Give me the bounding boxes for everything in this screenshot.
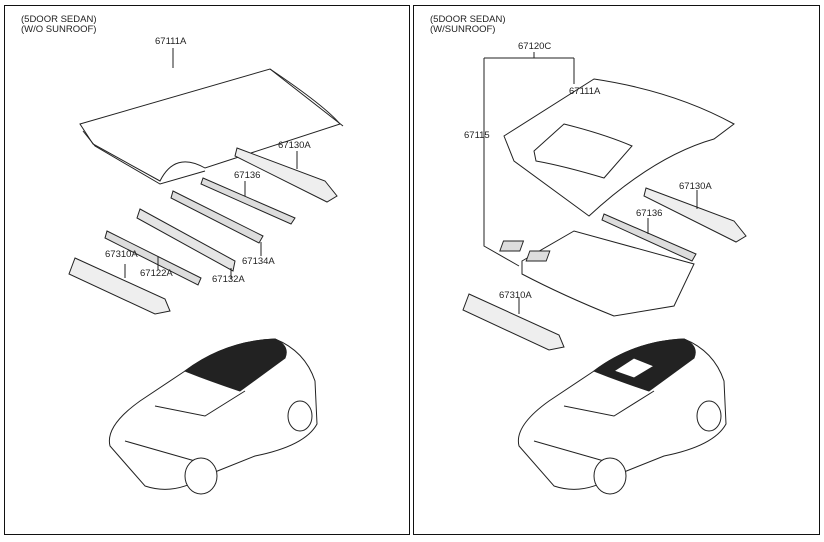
panel-with-sunroof: (5DOOR SEDAN) (W/SUNROOF) [413, 5, 820, 535]
caption-line-1: (5DOOR SEDAN) [430, 14, 506, 25]
callout-67136: 67136 [636, 208, 663, 219]
car-sunroof-highlight [612, 357, 656, 379]
exploded-roof-diagram [68, 48, 344, 495]
callout-67310a: 67310A [499, 290, 532, 301]
bow-67136-shape [601, 213, 697, 262]
caption-line-2: (W/O SUNROOF) [21, 24, 97, 35]
callout-67310a: 67310A [105, 249, 138, 260]
callout-67136: 67136 [234, 170, 261, 181]
car-illustration [517, 338, 727, 495]
front-rail-shape [234, 147, 338, 203]
callout-67130a: 67130A [679, 181, 712, 192]
car-illustration [108, 338, 318, 495]
rear-rail-shape [462, 293, 565, 351]
rear-rail-shape [68, 257, 171, 315]
panel-without-sunroof: (5DOOR SEDAN) (W/O SUNROOF) [4, 5, 410, 535]
panel-caption: (5DOOR SEDAN) (W/O SUNROOF) [21, 15, 96, 35]
bow-67136-shape [200, 177, 296, 225]
callout-67111a: 67111A [155, 36, 187, 47]
callout-67120c: 67120C [518, 41, 552, 52]
bow-67134a-shape [170, 190, 264, 244]
panel-caption: (5DOOR SEDAN) (W/SUNROOF) [430, 15, 505, 35]
car-roof-highlight [183, 338, 287, 392]
callout-67132a: 67132A [212, 274, 245, 285]
callout-67134a: 67134A [242, 256, 275, 267]
callout-67130a: 67130A [278, 140, 311, 151]
caption-line-1: (5DOOR SEDAN) [21, 14, 97, 25]
exploded-roof-diagram [462, 52, 747, 495]
center-rail-shape [136, 208, 236, 272]
callout-67115: 67115 [464, 130, 490, 141]
bow-67122a-shape [104, 230, 202, 286]
caption-line-2: (W/SUNROOF) [430, 24, 496, 35]
sunroof-frame-shape [521, 230, 695, 317]
sunroof-opening-shape [533, 123, 633, 179]
roof-panel-shape [79, 68, 341, 182]
callout-67111a: 67111A [569, 86, 601, 97]
callout-67122a: 67122A [140, 268, 173, 279]
front-rail-shape [643, 187, 747, 243]
